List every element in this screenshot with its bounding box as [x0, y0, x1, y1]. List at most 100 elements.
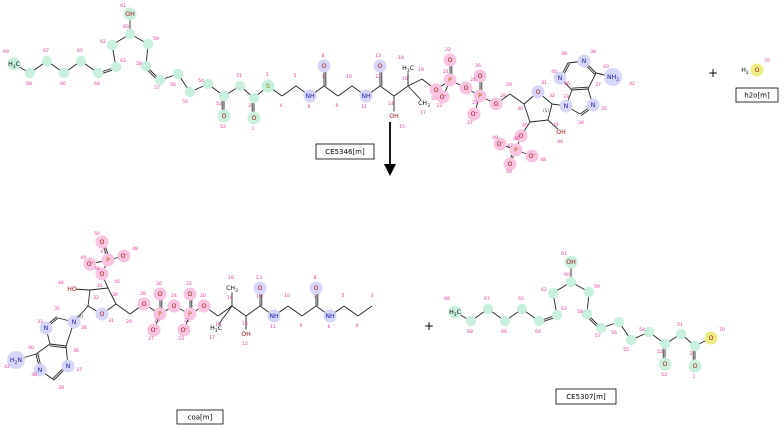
- svg-text:H3C: H3C: [8, 61, 20, 70]
- svg-text:64: 64: [535, 329, 541, 335]
- svg-text:3: 3: [266, 72, 269, 78]
- svg-text:O: O: [100, 239, 105, 246]
- svg-text:9: 9: [300, 323, 303, 329]
- svg-text:22: 22: [445, 47, 451, 53]
- svg-text:O: O: [172, 303, 177, 310]
- svg-text:(S): (S): [543, 108, 549, 113]
- svg-text:OH: OH: [241, 331, 251, 338]
- plus-sign-1: +: [708, 66, 718, 80]
- svg-text:54: 54: [198, 78, 204, 84]
- svg-text:66: 66: [60, 81, 66, 87]
- svg-text:18: 18: [228, 275, 234, 281]
- svg-text:5: 5: [342, 293, 345, 299]
- svg-text:51: 51: [677, 322, 683, 328]
- svg-text:45: 45: [522, 123, 528, 129]
- svg-text:63: 63: [561, 306, 567, 312]
- svg-text:OH: OH: [556, 129, 566, 136]
- svg-text:42: 42: [4, 364, 10, 370]
- svg-text:13: 13: [375, 53, 381, 59]
- svg-text:54: 54: [639, 327, 645, 333]
- svg-text:O: O: [258, 285, 263, 292]
- svg-text:53: 53: [220, 124, 226, 130]
- svg-text:67: 67: [484, 296, 490, 302]
- svg-text:N: N: [44, 325, 49, 332]
- svg-text:21: 21: [443, 69, 449, 75]
- svg-text:35: 35: [54, 306, 60, 312]
- svg-text:(R): (R): [77, 314, 84, 319]
- svg-text:O-: O-: [529, 152, 536, 161]
- reaction-id-label: CE5346[m]: [315, 143, 375, 160]
- svg-text:34: 34: [578, 120, 584, 126]
- svg-text:H2: H2: [741, 67, 749, 76]
- svg-text:32: 32: [549, 93, 555, 99]
- svg-text:49: 49: [492, 135, 498, 141]
- svg-text:2: 2: [690, 351, 693, 357]
- svg-text:O: O: [508, 161, 513, 168]
- svg-text:O-: O-: [151, 326, 158, 335]
- svg-text:h2o[m]: h2o[m]: [744, 92, 770, 100]
- svg-text:O: O: [663, 361, 668, 368]
- svg-text:O-: O-: [471, 110, 478, 119]
- svg-text:55: 55: [623, 347, 629, 353]
- svg-text:O: O: [314, 285, 319, 292]
- svg-text:1: 1: [693, 374, 696, 380]
- svg-text:N: N: [72, 319, 77, 326]
- svg-text:42: 42: [629, 81, 635, 87]
- svg-text:22: 22: [186, 281, 192, 287]
- svg-text:32: 32: [93, 295, 99, 301]
- svg-text:26: 26: [475, 63, 481, 69]
- svg-text:41: 41: [553, 122, 559, 128]
- svg-text:NH: NH: [361, 93, 371, 100]
- svg-text:61: 61: [561, 251, 567, 257]
- svg-text:18: 18: [398, 55, 404, 61]
- svg-text:H2N: H2N: [10, 357, 23, 366]
- svg-text:O: O: [100, 311, 105, 318]
- svg-text:13: 13: [256, 275, 262, 281]
- svg-text:5: 5: [294, 73, 297, 79]
- svg-text:15: 15: [399, 124, 405, 130]
- svg-text:O: O: [693, 363, 698, 370]
- svg-text:56: 56: [170, 82, 176, 88]
- svg-text:28: 28: [500, 93, 506, 99]
- svg-text:51: 51: [236, 73, 242, 79]
- svg-text:O-: O-: [87, 260, 94, 269]
- svg-text:50: 50: [94, 231, 100, 237]
- water-compound-label: h2o[m]: [735, 87, 779, 103]
- svg-text:65: 65: [77, 48, 83, 54]
- svg-text:30: 30: [112, 292, 118, 298]
- svg-text:O: O: [100, 271, 105, 278]
- svg-text:P: P: [106, 257, 110, 264]
- svg-text:OH: OH: [125, 11, 135, 18]
- svg-text:67: 67: [43, 48, 49, 54]
- svg-text:4: 4: [356, 323, 359, 329]
- svg-text:55: 55: [182, 99, 188, 105]
- svg-text:59: 59: [153, 36, 159, 42]
- svg-text:69: 69: [444, 296, 450, 302]
- svg-text:46: 46: [513, 136, 519, 142]
- svg-text:33: 33: [563, 94, 569, 100]
- svg-text:26: 26: [156, 281, 162, 287]
- svg-text:37: 37: [76, 367, 82, 373]
- svg-text:P: P: [478, 93, 482, 100]
- svg-text:P: P: [448, 77, 452, 84]
- svg-text:N: N: [564, 103, 569, 110]
- svg-text:3: 3: [371, 293, 374, 299]
- svg-text:23: 23: [178, 336, 184, 342]
- svg-text:17: 17: [209, 335, 215, 341]
- coa-compound-label: coa[m]: [176, 409, 224, 425]
- svg-text:68: 68: [26, 81, 32, 87]
- svg-text:N: N: [66, 363, 71, 370]
- svg-text:14: 14: [388, 101, 394, 107]
- svg-text:24: 24: [470, 77, 476, 83]
- svg-text:O: O: [494, 101, 499, 108]
- svg-text:68: 68: [467, 329, 473, 335]
- svg-text:16: 16: [402, 76, 408, 82]
- svg-text:47: 47: [507, 143, 513, 149]
- svg-text:H3C: H3C: [449, 309, 461, 318]
- svg-text:CE5307[m]: CE5307[m]: [566, 393, 606, 401]
- svg-text:60: 60: [564, 272, 570, 278]
- plus-sign-2: +: [424, 319, 434, 333]
- svg-text:62: 62: [541, 287, 547, 293]
- svg-text:O: O: [188, 291, 193, 298]
